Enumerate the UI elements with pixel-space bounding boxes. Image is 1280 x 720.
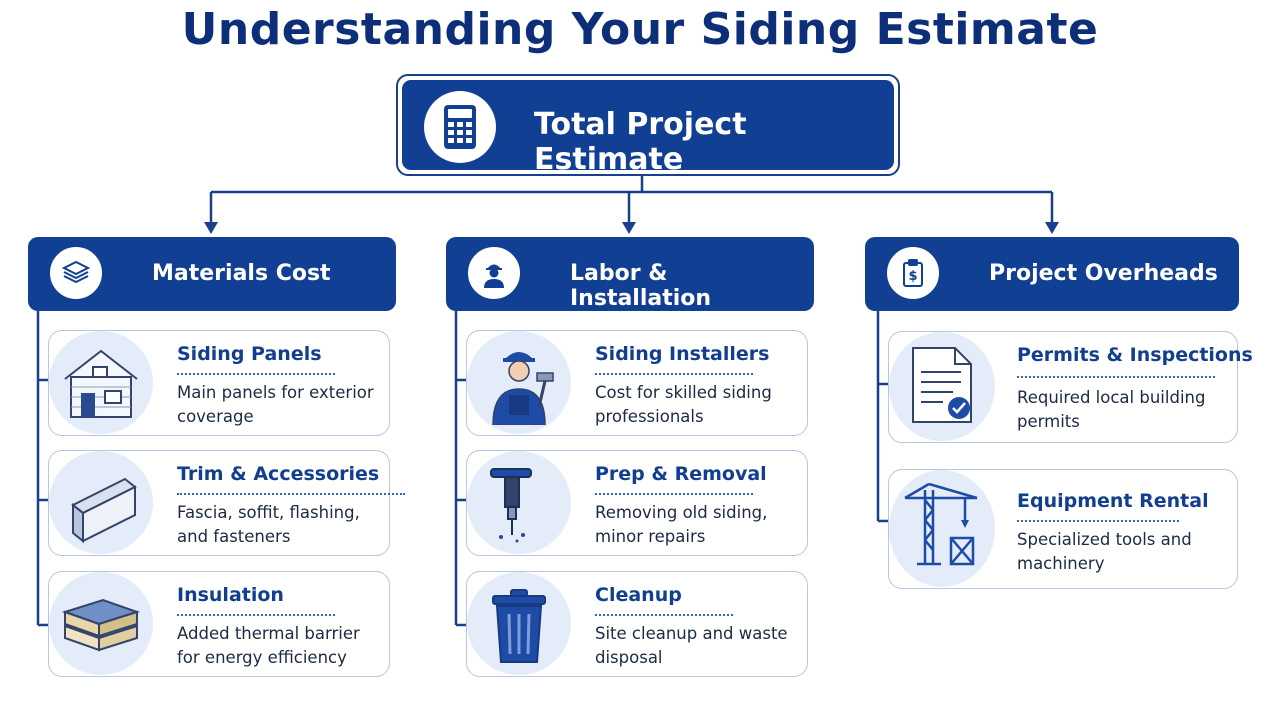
dotted-divider	[595, 614, 733, 616]
card-prep-removal: Prep & Removal Removing old siding, mino…	[466, 450, 808, 556]
card-siding-installers: Siding Installers Cost for skilled sidin…	[466, 330, 808, 436]
installer-hammer-icon	[467, 331, 571, 434]
column-header-labor: Labor & Installation	[446, 237, 814, 311]
card-title: Trim & Accessories	[177, 463, 380, 485]
card-title: Prep & Removal	[595, 463, 767, 485]
card-title: Insulation	[177, 584, 284, 606]
column-header-overheads: $ Project Overheads	[865, 237, 1239, 311]
crane-icon	[889, 470, 995, 587]
column-label: Labor & Installation	[570, 261, 712, 311]
permit-document-icon	[889, 332, 995, 441]
card-equipment-rental: Equipment Rental Specialized tools and m…	[888, 469, 1238, 589]
dotted-divider	[177, 373, 335, 375]
card-description: Site cleanup and waste disposal	[595, 624, 788, 667]
dotted-divider	[595, 373, 753, 375]
card-insulation: Insulation Added thermal barrier for ene…	[48, 571, 390, 677]
dotted-divider	[1017, 520, 1179, 522]
svg-text:$: $	[908, 269, 917, 284]
card-description: Fascia, soffit, flashing, and fasteners	[177, 503, 360, 546]
clipboard-dollar-icon: $	[887, 247, 939, 299]
total-project-estimate-box: Total Project Estimate	[396, 74, 900, 177]
dotted-divider	[595, 493, 753, 495]
house-icon	[49, 331, 153, 434]
worker-icon	[468, 247, 520, 299]
column-label: Materials Cost	[152, 261, 331, 286]
page-title: Understanding Your Siding Estimate	[181, 4, 1099, 55]
card-description: Cost for skilled siding professionals	[595, 383, 772, 426]
root-label: Total Project Estimate	[534, 107, 747, 177]
card-cleanup: Cleanup Site cleanup and waste disposal	[466, 571, 808, 677]
card-description: Removing old siding, minor repairs	[595, 503, 768, 546]
column-header-materials: Materials Cost	[28, 237, 396, 311]
card-description: Specialized tools and machinery	[1017, 530, 1192, 573]
card-trim-accessories: Trim & Accessories Fascia, soffit, flash…	[48, 450, 405, 556]
card-title: Siding Panels	[177, 343, 322, 365]
insulation-layers-icon	[49, 572, 153, 675]
dotted-divider	[177, 493, 405, 495]
card-siding-panels: Siding Panels Main panels for exterior c…	[48, 330, 390, 436]
card-description: Required local building permits	[1017, 388, 1206, 431]
stacked-panels-icon	[50, 247, 102, 299]
card-title: Permits & Inspections	[1017, 344, 1253, 366]
dotted-divider	[1017, 376, 1215, 378]
card-permits-inspections: Permits & Inspections Required local bui…	[888, 331, 1253, 443]
calculator-icon	[424, 91, 496, 163]
dotted-divider	[177, 614, 335, 616]
jackhammer-icon	[467, 451, 571, 554]
card-description: Main panels for exterior coverage	[177, 383, 374, 426]
column-label: Project Overheads	[989, 261, 1218, 286]
card-title: Equipment Rental	[1017, 490, 1209, 512]
trash-can-icon	[467, 572, 571, 675]
card-title: Cleanup	[595, 584, 682, 606]
card-title: Siding Installers	[595, 343, 770, 365]
card-description: Added thermal barrier for energy efficie…	[177, 624, 360, 667]
trim-beam-icon	[49, 451, 153, 554]
